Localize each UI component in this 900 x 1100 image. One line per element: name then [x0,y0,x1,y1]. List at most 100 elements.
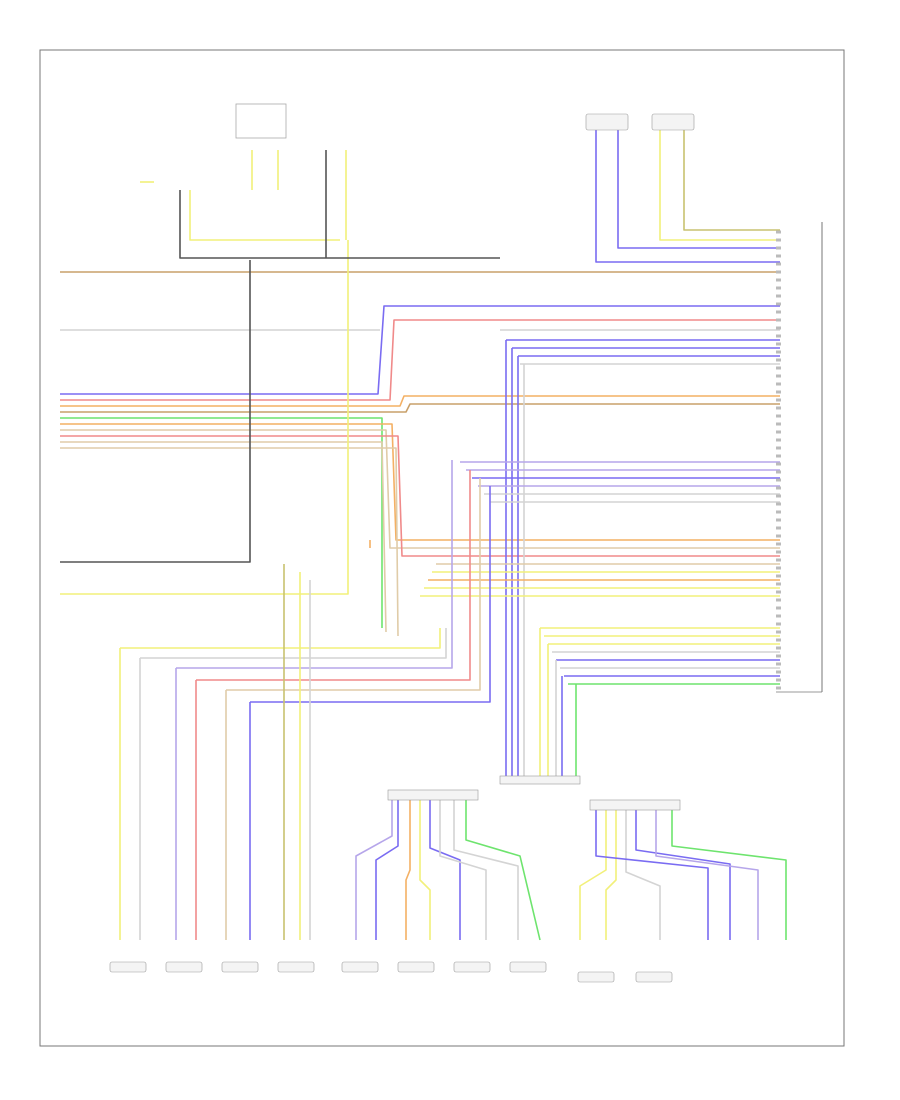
wire-yellow-78 [419,800,431,940]
amplifier-terminal [776,454,781,458]
wire-tan-9 [60,429,780,549]
amplifier-terminal [776,574,781,578]
amplifier-terminal [776,238,781,242]
speaker-2 [165,961,203,973]
amplifier-terminal [776,558,781,562]
speaker-9 [577,971,615,983]
wire-blue-79 [429,800,461,940]
wire-ltgray-80 [439,800,487,940]
amplifier-terminal [776,566,781,570]
speaker-8 [509,961,547,973]
speaker-2-body [165,961,203,973]
comp-top-right-2-connector [651,113,695,131]
amplifier-terminal [776,374,781,378]
amplifier-terminal [776,414,781,418]
wire-ltgray-85 [625,806,661,940]
wire-blue-23 [617,130,780,249]
wire-ltgray-82 [453,800,519,940]
speaker-layer [109,961,673,983]
amplifier-terminal [776,318,781,322]
wire-olive-25 [683,130,780,231]
speaker-7 [453,961,491,973]
wire-blue-76 [375,800,399,940]
amplifier-terminal [776,262,781,266]
amplifier-terminal [776,286,781,290]
wire-orange-77 [405,800,411,940]
wire-gray-13 [60,260,251,563]
amplifier-terminal [776,662,781,666]
wire-ltgray-61 [140,628,447,659]
amplifier-terminal [776,510,781,514]
speaker-1-body [109,961,147,973]
wire-tan-12 [60,447,399,637]
amplifier-terminal [776,422,781,426]
amplifier-terminal [776,494,781,498]
speaker-7-body [453,961,491,973]
wire-yellow-60 [120,628,441,649]
wire-layer [60,130,787,941]
amplifier-terminal [776,342,781,346]
wire-blue-3 [60,305,780,395]
speaker-6 [397,961,435,973]
amplifier-terminal [776,310,781,314]
amplifier-terminal [776,358,781,362]
speaker-3 [221,961,259,973]
wire-red-4 [60,319,780,401]
amplifier-terminal [776,582,781,586]
amplifier-terminal [776,518,781,522]
amplifier-terminal [776,246,781,250]
amplifier-terminal [776,622,781,626]
wire-yellow-24 [659,130,780,241]
amplifier-terminal [776,630,781,634]
amplifier-terminal [776,638,781,642]
wire-green-88 [671,806,787,940]
wire-blue-86 [595,806,709,940]
amplifier-terminal [776,278,781,282]
wire-blue-22 [595,130,780,263]
mid-harness-connector [387,789,479,801]
amplifier-terminal [776,598,781,602]
amplifier-terminal [776,534,781,538]
speaker-4 [277,961,315,973]
wire-green-7 [60,417,383,628]
wire-green-81 [465,800,541,941]
amplifier-terminal [776,366,781,370]
speaker-3-body [221,961,259,973]
amplifier-terminal [776,326,781,330]
amplifier-terminal [776,670,781,674]
amplifier-terminal [776,430,781,434]
center-harness-connector [499,775,581,785]
wire-yellow-83 [579,806,607,940]
wire-blue-87 [635,806,731,940]
amplifier-terminal [776,502,781,506]
amplifier-terminal [776,550,781,554]
wire-yellow-14 [60,240,349,595]
comp-top-right-1-connector [585,113,629,131]
amplifier-terminal [776,406,781,410]
amplifier-terminal [776,270,781,274]
speaker-10 [635,971,673,983]
amplifier-terminal [776,606,781,610]
amplifier-terminal [776,678,781,682]
right-harness-connector [589,799,681,811]
wire-red-10 [60,435,780,557]
amplifier-terminal [776,350,781,354]
speaker-1 [109,961,147,973]
speaker-5 [341,961,379,973]
wire-brown-6 [60,403,780,413]
amplifier-terminal [776,382,781,386]
speaker-9-body [577,971,615,983]
amplifier-terminal [776,294,781,298]
amplifier-terminal [776,390,781,394]
amplifier-terminal [776,526,781,530]
amplifier-terminal [776,590,781,594]
speaker-4-body [277,961,315,973]
wire-tan-11 [60,441,387,633]
wire-yellow-16 [189,190,340,241]
amplifier-terminal [776,254,781,258]
speaker-6-body [397,961,435,973]
wire-yellow-84 [605,806,617,940]
wire-orange-5 [60,395,780,407]
amplifier-terminal [776,446,781,450]
